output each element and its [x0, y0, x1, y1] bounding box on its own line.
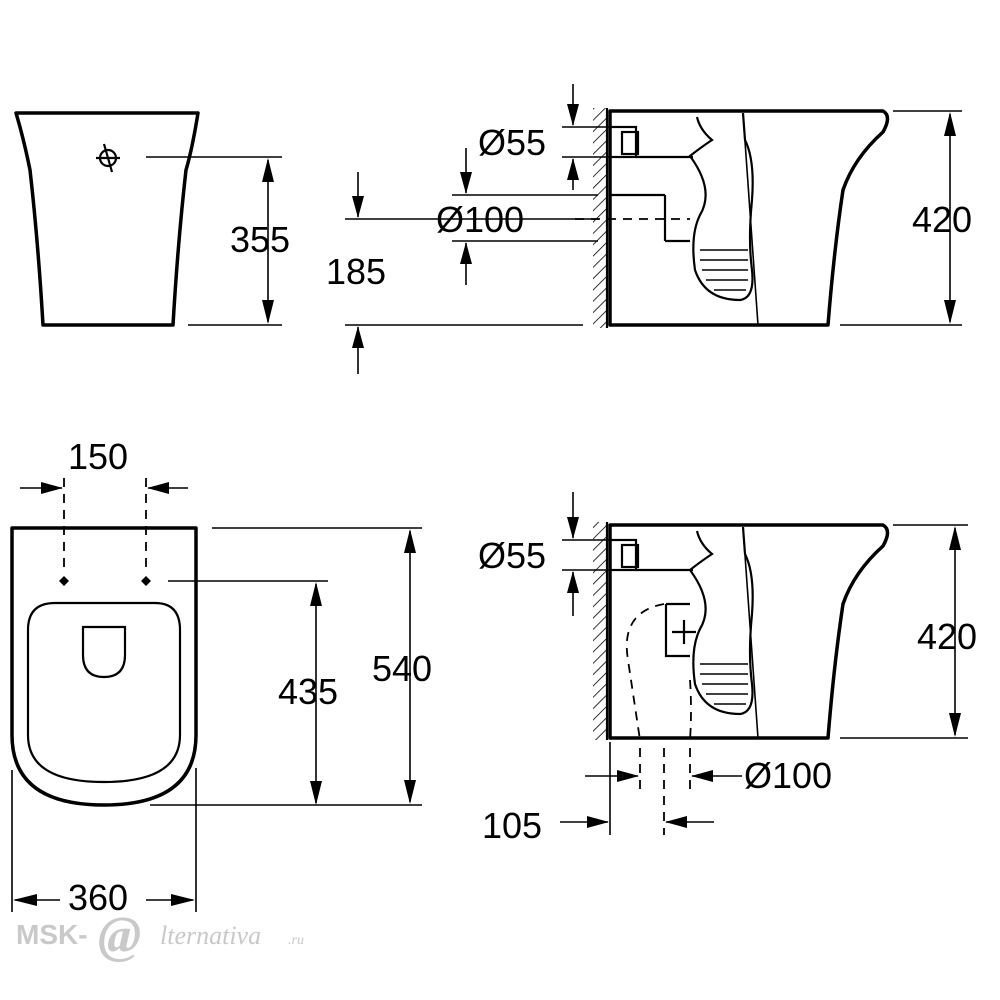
dim-front-height: 355: [230, 219, 290, 260]
arrow-head: [949, 526, 961, 550]
arrow-head: [460, 242, 472, 264]
arrow-head: [404, 780, 416, 804]
side-view-outline: [608, 109, 890, 327]
dim-inlet-diameter-bottom: Ø55: [478, 535, 546, 576]
fixing-point-right: [141, 576, 151, 586]
trapway-hatch: [700, 249, 748, 291]
arrow-head: [949, 713, 961, 737]
floor-outlet-hidden: [625, 603, 692, 741]
outlet-center-symbol: [96, 143, 120, 173]
label-bg: [60, 878, 146, 912]
arrow-head: [567, 517, 579, 539]
dim-fixing-spacing: 150: [68, 436, 128, 477]
arrow-head: [13, 894, 37, 906]
watermark-at-symbol: @: [98, 907, 141, 964]
inlet-pipe: [608, 538, 638, 572]
arrow-head: [310, 582, 322, 606]
arrow-head: [944, 300, 956, 324]
wall-hatch: [593, 522, 607, 740]
side-view-top: Ø55 Ø100 420: [436, 84, 972, 328]
arrow-head: [404, 529, 416, 553]
arrow-head: [147, 482, 169, 494]
dim-outlet-height: 185: [326, 251, 386, 292]
arrow-head: [665, 816, 687, 828]
bowl-opening: [81, 625, 127, 679]
arrow-head: [567, 104, 579, 126]
arrow-head: [352, 196, 364, 218]
inlet-pipe: [608, 125, 638, 159]
side-view-outline: [608, 523, 890, 740]
arrow-head: [262, 300, 274, 324]
inlet-pipe-inner: [620, 130, 640, 156]
watermark-domain: .ru: [288, 933, 304, 948]
dim-fixing-depth: 435: [278, 671, 338, 712]
arrow-head: [460, 172, 472, 194]
arrow-head: [310, 781, 322, 805]
outlet-pipe: [610, 193, 690, 243]
outlet-center-mark: [672, 620, 696, 644]
arrow-head: [691, 770, 713, 782]
dim-side-height-top: 420: [912, 199, 972, 240]
side-view-bottom: Ø55 420 Ø100 105: [478, 492, 977, 846]
arrow-head: [41, 482, 63, 494]
arrow-head: [567, 158, 579, 180]
arrow-head: [171, 894, 195, 906]
trapway: [688, 526, 754, 716]
inlet-pipe-inner: [620, 543, 640, 569]
trapway-hatch: [700, 663, 748, 705]
seat-outline: [26, 601, 182, 784]
arrow-head: [617, 770, 639, 782]
dim-side-height-bottom: 420: [917, 616, 977, 657]
dim-inlet-diameter-top: Ø55: [478, 122, 546, 163]
arrow-head: [262, 158, 274, 182]
outlet-pipe-vertical: [664, 602, 690, 658]
watermark-brand: MSK-: [16, 919, 88, 950]
dim-width: 360: [68, 877, 128, 918]
front-view-outline: [14, 111, 200, 327]
trapway: [688, 112, 754, 302]
dim-outlet-offset: 105: [482, 805, 542, 846]
dim-outlet-diameter-top: Ø100: [436, 199, 524, 240]
arrow-head: [587, 816, 609, 828]
watermark: MSK- @ lternativa .ru: [16, 907, 304, 964]
fixing-point-left: [59, 576, 69, 586]
plan-view-outline: [10, 526, 198, 807]
dim-outlet-diameter-bottom: Ø100: [744, 755, 832, 796]
outlet-height-dimension: 185: [326, 172, 598, 374]
dim-length: 540: [372, 648, 432, 689]
arrow-head: [352, 326, 364, 348]
front-view: 355: [14, 111, 290, 327]
wall-hatch: [593, 108, 607, 328]
watermark-tail: lternativa: [160, 921, 261, 950]
arrow-head: [944, 112, 956, 136]
arrow-head: [567, 571, 579, 593]
plan-view: 150 435 540 360: [10, 436, 432, 918]
